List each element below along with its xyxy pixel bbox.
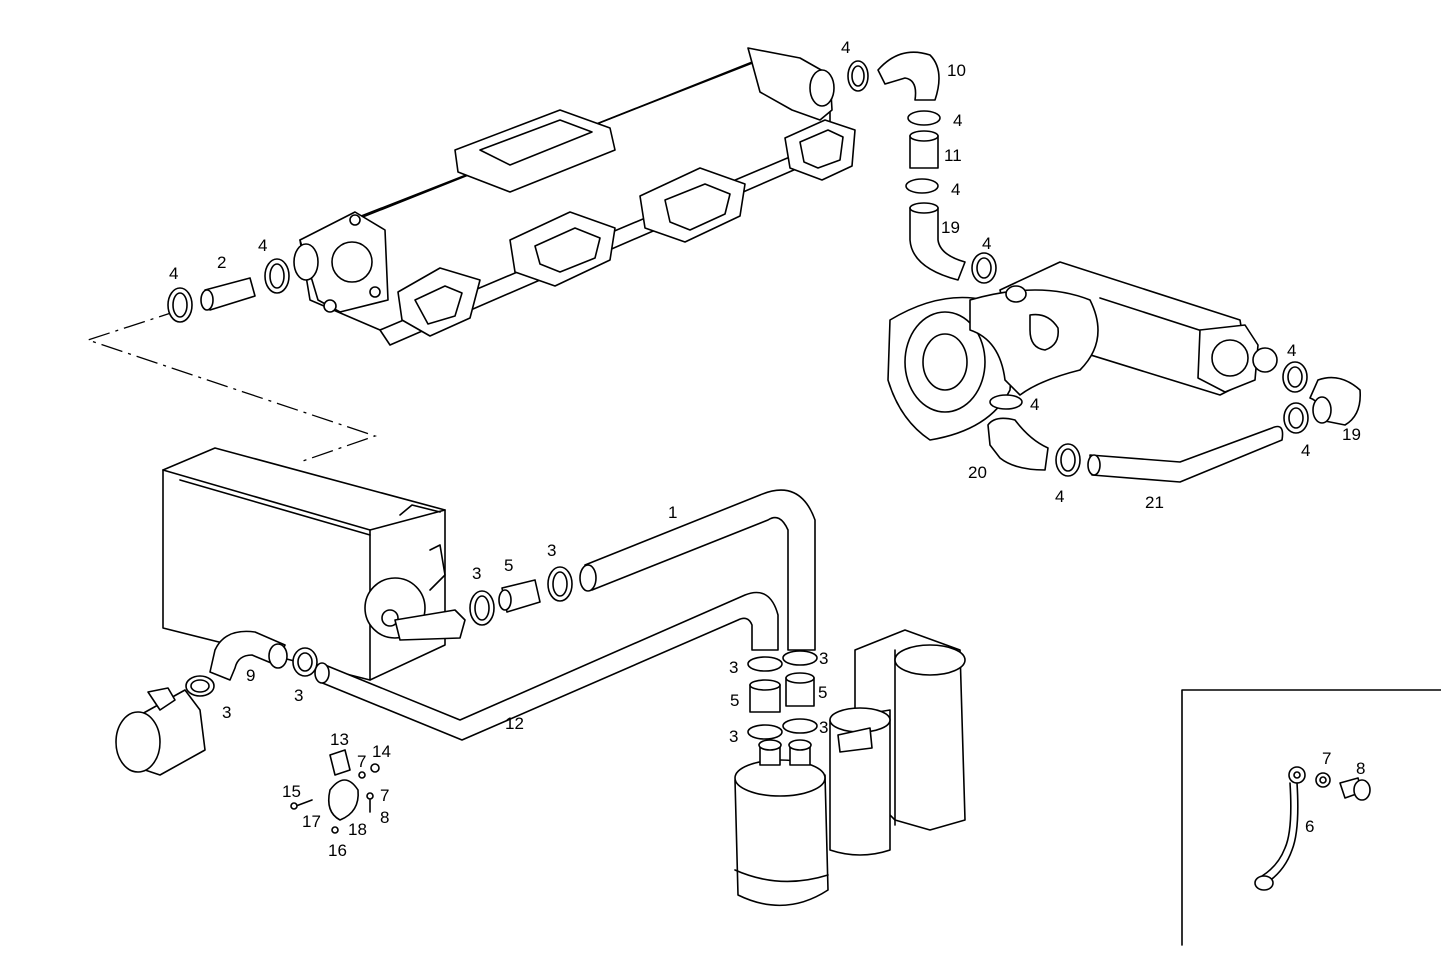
callout-3: 3 [547,541,556,560]
callout-16: 16 [328,841,347,860]
callout-7: 7 [357,752,366,771]
callout-3: 3 [472,564,481,583]
callout-18: 18 [348,820,367,839]
callout-12: 12 [505,714,524,733]
exhaust-manifold [293,47,856,346]
callout-3: 3 [819,718,828,737]
callout-8: 8 [1356,759,1365,778]
callout-3: 3 [294,686,303,705]
callout-4: 4 [951,180,960,199]
callout-14: 14 [372,742,391,761]
callout-4: 4 [169,264,178,283]
callout-17: 17 [302,812,321,831]
callout-7: 7 [1322,749,1331,768]
callout-7: 7 [380,786,389,805]
callout-6: 6 [1305,817,1314,836]
filter-housing [734,629,966,907]
callout-4: 4 [1287,341,1296,360]
callouts: 4 10 4 11 4 19 4 4 2 4 4 4 19 4 20 4 21 … [169,38,1365,860]
callout-4: 4 [1301,441,1310,460]
callout-5: 5 [818,683,827,702]
callout-19: 19 [1342,425,1361,444]
callout-3: 3 [819,649,828,668]
callout-1: 1 [668,503,677,522]
callout-8: 8 [380,808,389,827]
callout-3: 3 [222,703,231,722]
callout-4: 4 [982,234,991,253]
callout-11: 11 [944,146,962,165]
callout-4: 4 [841,38,850,57]
turbocharger-assembly [887,261,1278,441]
callout-10: 10 [947,61,966,80]
callout-5: 5 [730,691,739,710]
pipe-12 [319,591,779,741]
leader-line [85,309,378,463]
callout-21: 21 [1145,493,1164,512]
callout-4: 4 [258,236,267,255]
callout-4: 4 [1055,487,1064,506]
callout-19: 19 [941,218,960,237]
clamp-bracket-group [290,749,380,834]
callout-13: 13 [330,730,349,749]
callout-2: 2 [217,253,226,272]
callout-20: 20 [968,463,987,482]
callout-4: 4 [953,111,962,130]
hose-clamps [167,51,1362,740]
callout-4: 4 [1030,395,1039,414]
silencer [162,447,466,681]
callout-5: 5 [504,556,513,575]
callout-3: 3 [729,727,738,746]
elbow-9 [209,630,286,681]
tail-pipe-outlet [115,687,206,776]
pipe-1 [584,489,816,651]
callout-9: 9 [246,666,255,685]
callout-15: 15 [282,782,301,801]
callout-3: 3 [729,658,738,677]
inset-detail [1181,689,1441,946]
